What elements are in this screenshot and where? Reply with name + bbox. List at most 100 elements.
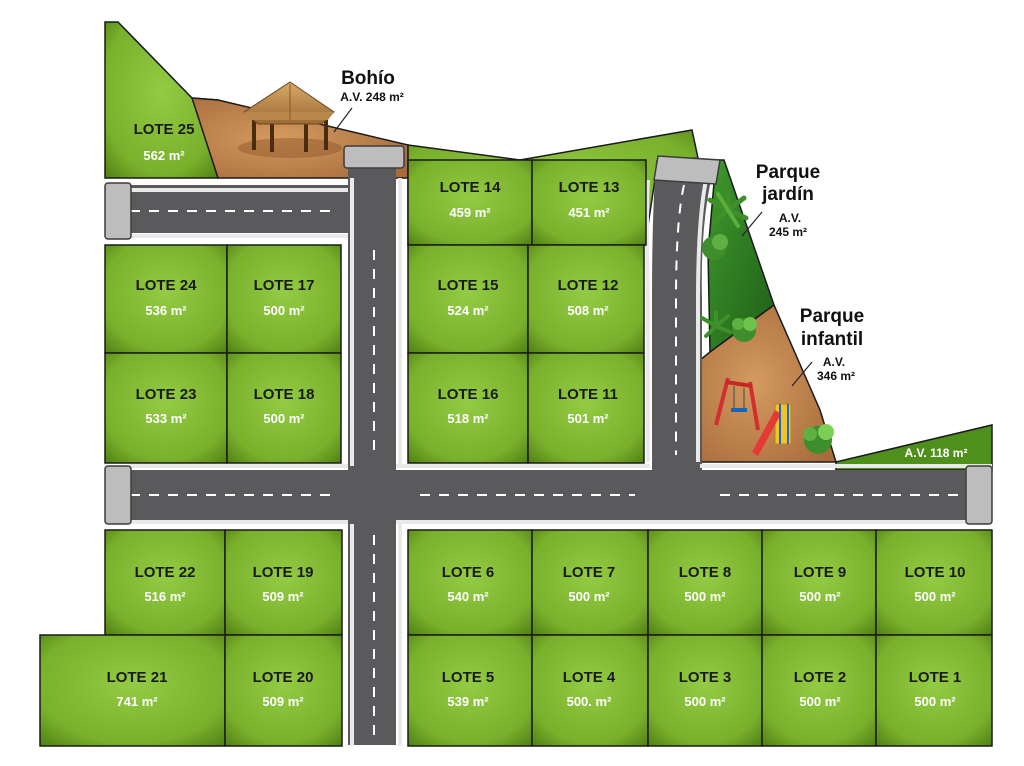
road-end-cap xyxy=(104,465,132,525)
lot-area: 562 m² xyxy=(143,148,185,163)
lot-area: 741 m² xyxy=(116,694,158,709)
lot-area: 540 m² xyxy=(447,589,489,604)
bohio-title: Bohío xyxy=(341,68,395,89)
lot-shape-lote-2[interactable] xyxy=(761,634,877,747)
lot-shape-lote-8[interactable] xyxy=(647,529,763,636)
lot-lote-21: LOTE 21 741 m² xyxy=(107,669,168,709)
lot-lote-23: LOTE 23 533 m² xyxy=(136,386,197,426)
lot-shape-lote-24[interactable] xyxy=(104,244,228,354)
lot-area: 516 m² xyxy=(144,589,186,604)
lot-name: LOTE 23 xyxy=(136,386,197,403)
lot-shape-lote-20[interactable] xyxy=(224,634,343,747)
lot-name: LOTE 6 xyxy=(442,564,495,581)
parque-infantil-title-2: infantil xyxy=(801,329,863,350)
lot-shape-lote-13[interactable] xyxy=(531,159,647,246)
lot-name: LOTE 13 xyxy=(559,179,620,196)
area-verde-east-label: A.V. 118 m² xyxy=(905,446,968,460)
parque-infantil-title-1: Parque xyxy=(800,306,864,327)
lot-shape-lote-15[interactable] xyxy=(407,244,529,354)
lot-name: LOTE 9 xyxy=(794,564,847,581)
parque-jardin-av: A.V. xyxy=(779,211,801,225)
lot-shape-lote-4[interactable] xyxy=(531,634,649,747)
lot-shape-lote-3[interactable] xyxy=(647,634,763,747)
lot-shape-lote-22[interactable] xyxy=(104,529,226,636)
lot-shape-lote-19[interactable] xyxy=(224,529,343,636)
lot-shape-lote-21[interactable] xyxy=(39,634,226,747)
lot-area: 500 m² xyxy=(914,589,956,604)
palm-icon xyxy=(700,310,732,338)
tree-icon xyxy=(803,424,834,454)
lot-shape-lote-7[interactable] xyxy=(531,529,649,636)
parque-jardin-label: Parque jardín A.V. 245 m² xyxy=(741,162,820,239)
lot-shape-lote-23[interactable] xyxy=(104,352,228,464)
lot-shape-lote-9[interactable] xyxy=(761,529,877,636)
parque-jardin-title-1: Parque xyxy=(756,162,820,183)
lot-area: 533 m² xyxy=(145,411,187,426)
lot-area: 509 m² xyxy=(262,694,304,709)
parque-infantil-av: A.V. xyxy=(823,355,845,369)
lot-lote-16: LOTE 16 518 m² xyxy=(438,386,499,426)
lot-name: LOTE 18 xyxy=(254,386,315,403)
lot-area: 459 m² xyxy=(449,205,491,220)
lot-name: LOTE 2 xyxy=(794,669,847,686)
parque-infantil-label: Parque infantil A.V. 346 m² xyxy=(791,306,864,387)
lot-lote-2: LOTE 2 500 m² xyxy=(794,669,847,709)
lot-shape-lote-1[interactable] xyxy=(875,634,993,747)
lot-area: 500 m² xyxy=(684,589,726,604)
lot-lote-18: LOTE 18 500 m² xyxy=(254,386,315,426)
lot-area: 539 m² xyxy=(447,694,489,709)
lot-lote-20: LOTE 20 509 m² xyxy=(253,669,314,709)
lot-shape-lote-14[interactable] xyxy=(407,159,533,246)
lot-name: LOTE 15 xyxy=(438,277,499,294)
lot-shape-lote-16[interactable] xyxy=(407,352,529,464)
lot-name: LOTE 19 xyxy=(253,564,314,581)
lot-name: LOTE 10 xyxy=(905,564,966,581)
lot-name: LOTE 1 xyxy=(909,669,962,686)
lot-area: 501 m² xyxy=(567,411,609,426)
lot-lote-25: LOTE 25 562 m² xyxy=(134,121,195,163)
lot-lote-17: LOTE 17 500 m² xyxy=(254,277,315,318)
lot-name: LOTE 25 xyxy=(134,121,195,138)
lot-shape-lote-5[interactable] xyxy=(407,634,533,747)
lot-name: LOTE 11 xyxy=(558,386,618,403)
lot-shape-lote-10[interactable] xyxy=(875,529,993,636)
lot-name: LOTE 8 xyxy=(679,564,732,581)
lot-area: 508 m² xyxy=(567,303,609,318)
lot-shape-lote-18[interactable] xyxy=(226,352,342,464)
lot-name: LOTE 16 xyxy=(438,386,499,403)
lot-name: LOTE 17 xyxy=(254,277,315,294)
lot-shape-lote-11[interactable] xyxy=(527,352,645,464)
lot-name: LOTE 14 xyxy=(440,179,502,196)
lot-area: 509 m² xyxy=(262,589,304,604)
parque-infantil-area-label: 346 m² xyxy=(817,369,855,383)
parque-jardin-area-label: 245 m² xyxy=(769,225,807,239)
lot-name: LOTE 3 xyxy=(679,669,732,686)
lot-area: 524 m² xyxy=(447,303,489,318)
lot-area: 500 m² xyxy=(263,303,305,318)
lot-name: LOTE 22 xyxy=(135,564,196,581)
lot-lote-14: LOTE 14 459 m² xyxy=(440,179,502,220)
lot-shape-lote-6[interactable] xyxy=(407,529,533,636)
lot-lote-11: LOTE 11 501 m² xyxy=(558,386,618,426)
lot-lote-15: LOTE 15 524 m² xyxy=(438,277,499,318)
lot-shape-lote-12[interactable] xyxy=(527,244,645,354)
lot-area: 500 m² xyxy=(799,694,841,709)
lot-area: 500 m² xyxy=(263,411,305,426)
lot-area: 518 m² xyxy=(447,411,489,426)
lot-name: LOTE 7 xyxy=(563,564,616,581)
road-end-cap xyxy=(343,145,405,169)
lot-lote-6: LOTE 6 540 m² xyxy=(442,564,495,604)
lot-name: LOTE 20 xyxy=(253,669,314,686)
lot-shape-lote-17[interactable] xyxy=(226,244,342,354)
bohio-label: Bohío A.V. 248 m² xyxy=(333,68,404,133)
lot-name: LOTE 21 xyxy=(107,669,168,686)
